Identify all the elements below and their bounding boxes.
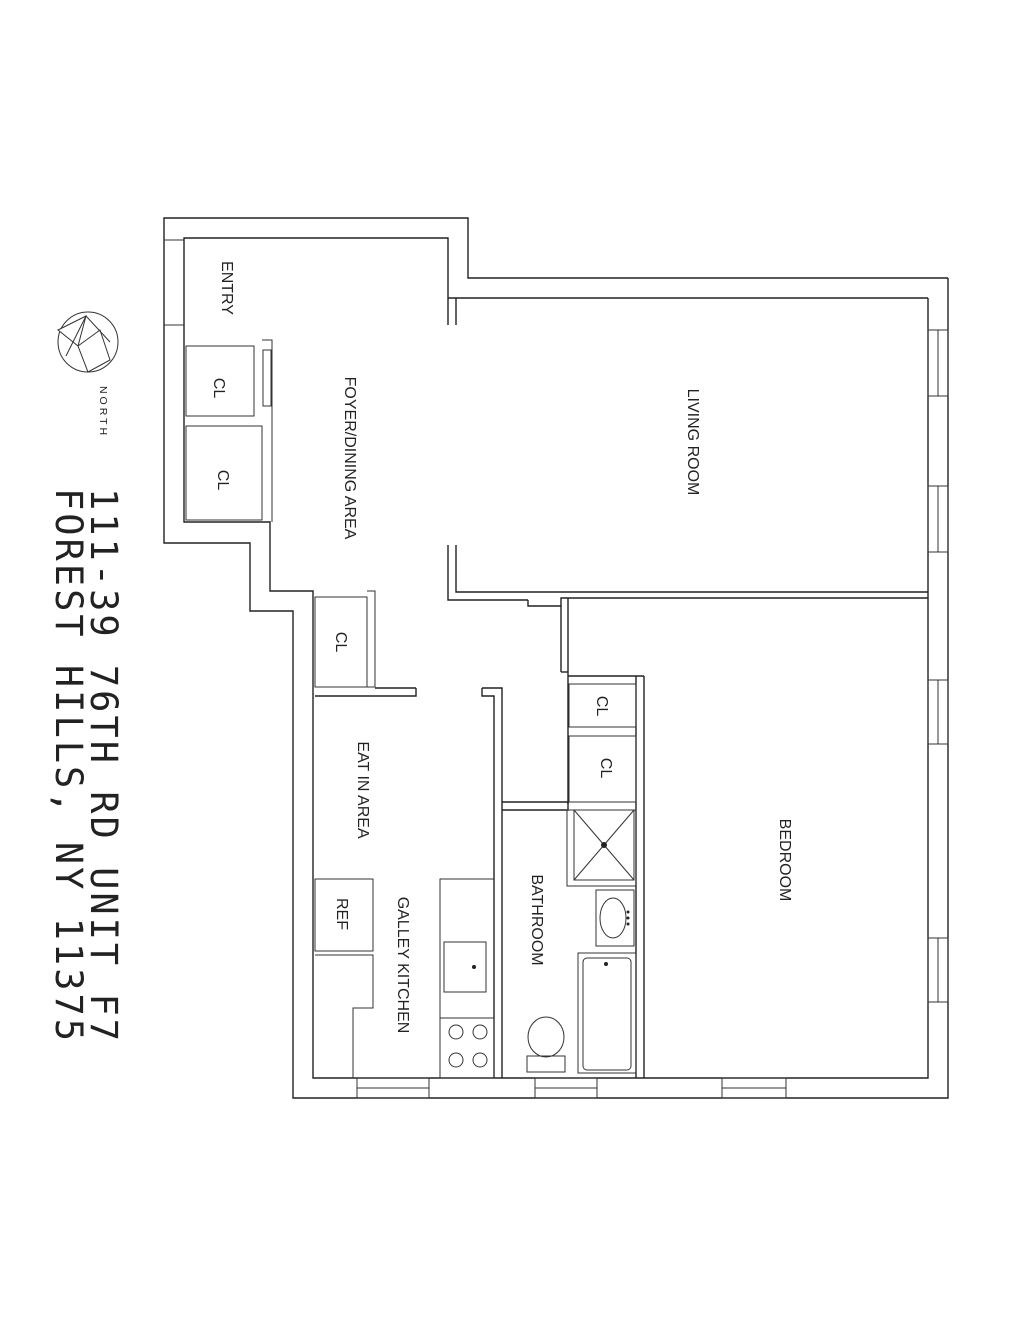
label-entry: ENTRY — [218, 261, 235, 315]
label-galley-kitchen: GALLEY KITCHEN — [394, 897, 411, 1034]
room-labels: ENTRY FOYER/DINING AREA LIVING ROOM BEDR… — [210, 261, 793, 1033]
north-compass-icon: NORTH — [57, 311, 119, 438]
address-line-2: FOREST HILLS, NY 11375 — [47, 488, 90, 1044]
label-closet-4: CL — [593, 696, 610, 717]
address-line-1: 111-39 76TH RD UNIT F7 — [82, 488, 125, 1044]
north-label: NORTH — [97, 386, 109, 438]
windows — [356, 329, 949, 1099]
label-closet-1: CL — [210, 378, 227, 399]
label-foyer-dining: FOYER/DINING AREA — [341, 377, 358, 540]
label-bathroom: BATHROOM — [528, 874, 545, 965]
label-refrigerator: REF — [333, 898, 350, 930]
label-eat-in-area: EAT IN AREA — [354, 741, 371, 839]
address-block: 111-39 76TH RD UNIT F7 FOREST HILLS, NY … — [47, 488, 125, 1044]
outer-walls — [163, 217, 949, 1099]
label-closet-5: CL — [597, 758, 614, 779]
interior-walls — [185, 339, 928, 1079]
label-closet-3: CL — [332, 632, 349, 653]
label-bedroom: BEDROOM — [776, 819, 793, 902]
label-living-room: LIVING ROOM — [684, 389, 701, 496]
label-closet-2: CL — [214, 470, 231, 491]
